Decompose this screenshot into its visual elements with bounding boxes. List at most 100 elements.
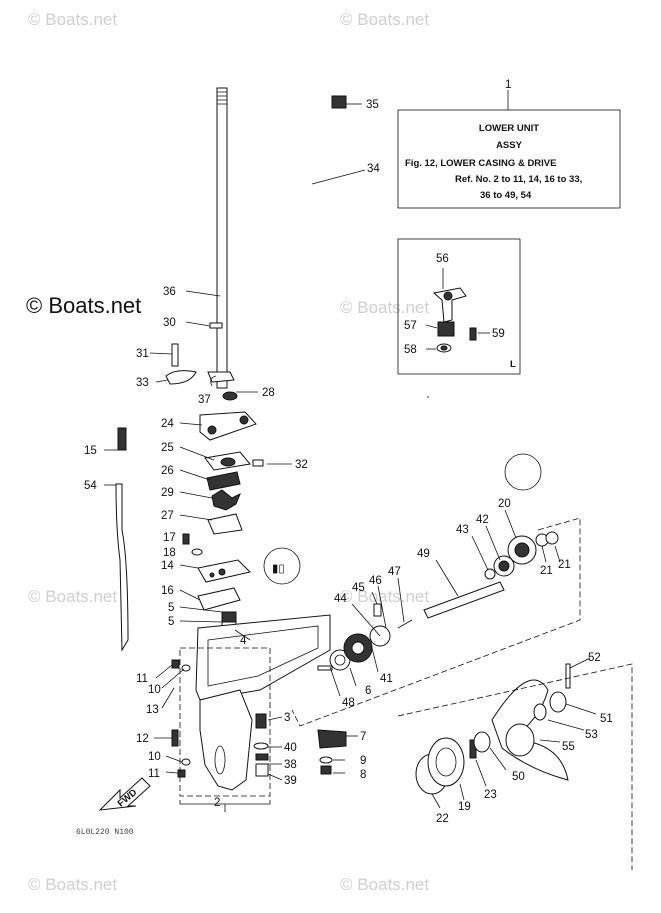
callout-numbers: 35 34 36 30 31 33 37 28 24 25 26 29 27 1… bbox=[84, 99, 613, 825]
assembly-note-box: 1 LOWER UNIT ASSY Fig. 12, LOWER CASING … bbox=[397, 79, 621, 209]
callout: 33 bbox=[136, 377, 149, 389]
callout: 16 bbox=[161, 585, 174, 597]
bolt-17 bbox=[182, 533, 190, 545]
callout: 5 bbox=[168, 616, 174, 628]
callout: 50 bbox=[512, 771, 525, 783]
callout: 51 bbox=[600, 713, 613, 725]
callout: 10 bbox=[148, 751, 161, 763]
gasket bbox=[207, 513, 243, 535]
watermark: © Boats.net bbox=[340, 875, 429, 894]
impeller bbox=[211, 489, 241, 511]
callout: 29 bbox=[161, 487, 174, 499]
callout: 44 bbox=[334, 593, 347, 605]
impeller-cover bbox=[206, 471, 241, 491]
watermark-overlay: © Boats.net bbox=[26, 293, 141, 318]
bolt-31 bbox=[171, 343, 179, 367]
pump-stack bbox=[182, 371, 257, 629]
callout: 24 bbox=[161, 418, 174, 430]
callout: 49 bbox=[417, 548, 430, 560]
watermark: © Boats.net bbox=[28, 875, 117, 894]
box-title: LOWER UNIT bbox=[479, 123, 539, 134]
detail-circle bbox=[263, 547, 301, 585]
callout: 21 bbox=[558, 559, 571, 571]
box-line-1: Fig. 12, LOWER CASING & DRIVE bbox=[405, 158, 557, 169]
screw-11a bbox=[171, 659, 180, 669]
callout: 58 bbox=[404, 344, 417, 356]
callout: 52 bbox=[588, 652, 601, 664]
watermark: © Boats.net bbox=[340, 10, 429, 29]
fwd-arrow-icon: FWD bbox=[98, 777, 151, 811]
cotter-37 bbox=[210, 375, 217, 387]
screw bbox=[469, 327, 477, 341]
callout: 12 bbox=[136, 733, 149, 745]
callout: 35 bbox=[366, 99, 379, 111]
watermark: © Boats.net bbox=[340, 298, 429, 317]
shift-rod bbox=[216, 87, 228, 389]
collar bbox=[437, 321, 455, 337]
callout: 36 bbox=[163, 286, 176, 298]
gasket-16 bbox=[197, 587, 241, 611]
callout: 14 bbox=[161, 560, 174, 572]
callout: 2 bbox=[214, 797, 220, 809]
prop-group-outline bbox=[397, 663, 633, 870]
spring-47 bbox=[397, 619, 413, 629]
callout: 5 bbox=[168, 602, 174, 614]
callout: 39 bbox=[284, 775, 297, 787]
bolt-12 bbox=[171, 729, 179, 747]
washer-18 bbox=[191, 548, 203, 556]
callout: 18 bbox=[163, 547, 176, 559]
callout: 28 bbox=[262, 387, 275, 399]
shift-cam-bracket bbox=[432, 287, 467, 323]
callout: 23 bbox=[484, 789, 497, 801]
callout: 37 bbox=[198, 394, 211, 406]
drive-group-outline bbox=[291, 517, 581, 727]
callout: 57 bbox=[404, 320, 417, 332]
callout: 55 bbox=[562, 741, 575, 753]
inset-box: L bbox=[397, 238, 521, 375]
trim-tab bbox=[317, 729, 347, 749]
callout: 56 bbox=[436, 253, 449, 265]
inset-letter: L bbox=[510, 359, 516, 370]
grommet bbox=[331, 95, 347, 109]
housing-19 bbox=[427, 737, 465, 787]
dowel-32 bbox=[252, 459, 264, 467]
shift-rod-54 bbox=[115, 483, 129, 652]
box-line-3: 36 to 49, 54 bbox=[480, 190, 532, 201]
callout: 21 bbox=[540, 565, 553, 577]
callout: 54 bbox=[84, 480, 97, 492]
grease-nipple-15 bbox=[117, 427, 127, 451]
box-subtitle: ASSY bbox=[496, 140, 523, 151]
propeller-group bbox=[415, 663, 571, 795]
callout: 3 bbox=[284, 712, 290, 724]
callout: 26 bbox=[161, 465, 174, 477]
callout: 27 bbox=[161, 510, 174, 522]
callout: 46 bbox=[369, 575, 382, 587]
callout: 30 bbox=[163, 317, 176, 329]
callout: 4 bbox=[240, 635, 247, 647]
watermark: © Boats.net bbox=[28, 10, 117, 29]
callout: 41 bbox=[380, 673, 393, 685]
callout: 17 bbox=[163, 532, 176, 544]
callout: 32 bbox=[295, 459, 308, 471]
casing-group-outline bbox=[179, 647, 271, 797]
callout: 45 bbox=[352, 582, 365, 594]
callout: 47 bbox=[388, 566, 401, 578]
callout: 59 bbox=[492, 328, 505, 340]
callout: 11 bbox=[148, 768, 160, 780]
leader-lines bbox=[104, 103, 597, 809]
callout: 22 bbox=[436, 813, 449, 825]
callout: 43 bbox=[456, 524, 469, 536]
callout: 38 bbox=[284, 759, 297, 771]
callout: 6 bbox=[365, 685, 371, 697]
callout: 7 bbox=[360, 731, 366, 743]
callout: 31 bbox=[136, 348, 149, 360]
callout: 53 bbox=[585, 729, 598, 741]
callout: 9 bbox=[360, 755, 366, 767]
pin-52 bbox=[565, 663, 571, 689]
callout: 19 bbox=[458, 801, 471, 813]
lower-casing bbox=[171, 614, 331, 791]
callout: 34 bbox=[367, 163, 380, 175]
callout: 11 bbox=[136, 673, 148, 685]
detail-circle-2 bbox=[504, 453, 542, 491]
